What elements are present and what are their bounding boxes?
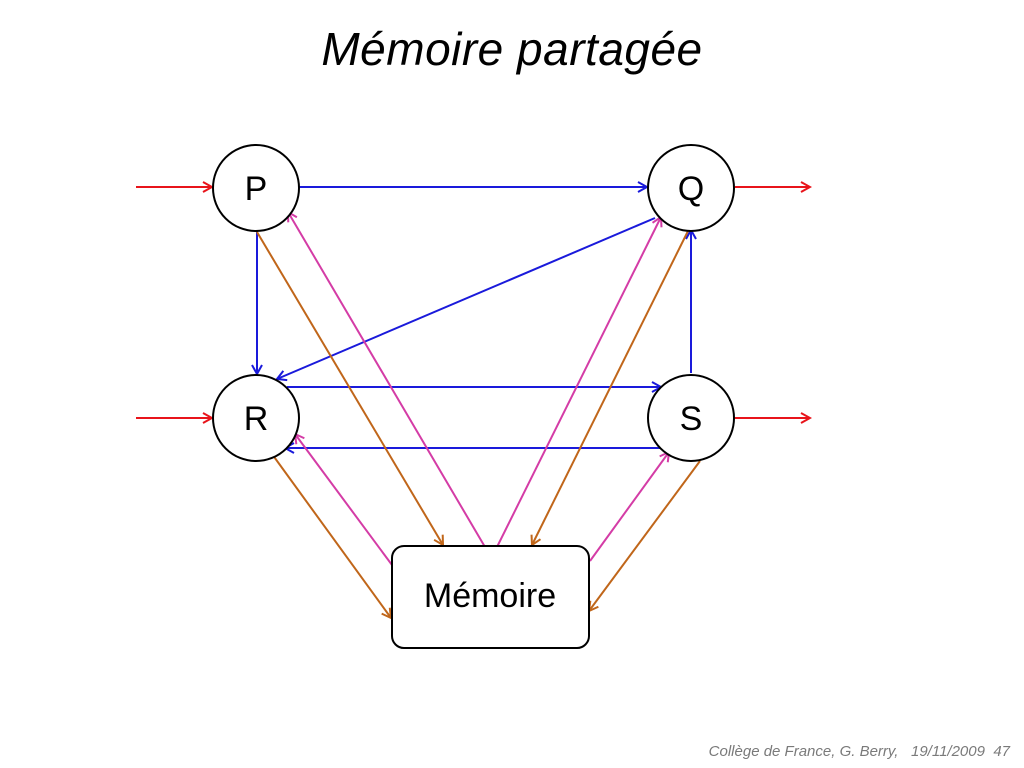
- edge-memory-to-s: [589, 452, 669, 562]
- memory-label: Mémoire: [424, 577, 556, 615]
- node-q: Q: [647, 144, 735, 232]
- node-p-label: P: [245, 170, 268, 208]
- footer-source: Collège de France, G. Berry,: [708, 743, 899, 760]
- node-p: P: [212, 144, 300, 232]
- node-s-label: S: [680, 400, 703, 438]
- edge-memory-to-q: [496, 217, 661, 548]
- edge-r-to-memory: [271, 453, 391, 618]
- footer-page-number: 47: [993, 743, 1010, 760]
- edge-q-to-memory: [532, 230, 689, 545]
- node-r-label: R: [244, 400, 269, 438]
- node-q-label: Q: [678, 170, 704, 208]
- node-s: S: [647, 374, 735, 462]
- edge-memory-to-r: [295, 434, 393, 566]
- edge-p-to-memory: [256, 231, 443, 545]
- footer-date: 19/11/2009: [911, 743, 985, 760]
- slide-footer: Collège de France, G. Berry, 19/11/2009 …: [709, 743, 1010, 760]
- memory-box: Mémoire: [391, 545, 590, 649]
- edge-q-to-r: [277, 217, 656, 379]
- node-r: R: [212, 374, 300, 462]
- edge-s-to-memory: [589, 460, 701, 611]
- edge-memory-to-p: [288, 212, 486, 548]
- slide-title: Mémoire partagée: [321, 23, 703, 75]
